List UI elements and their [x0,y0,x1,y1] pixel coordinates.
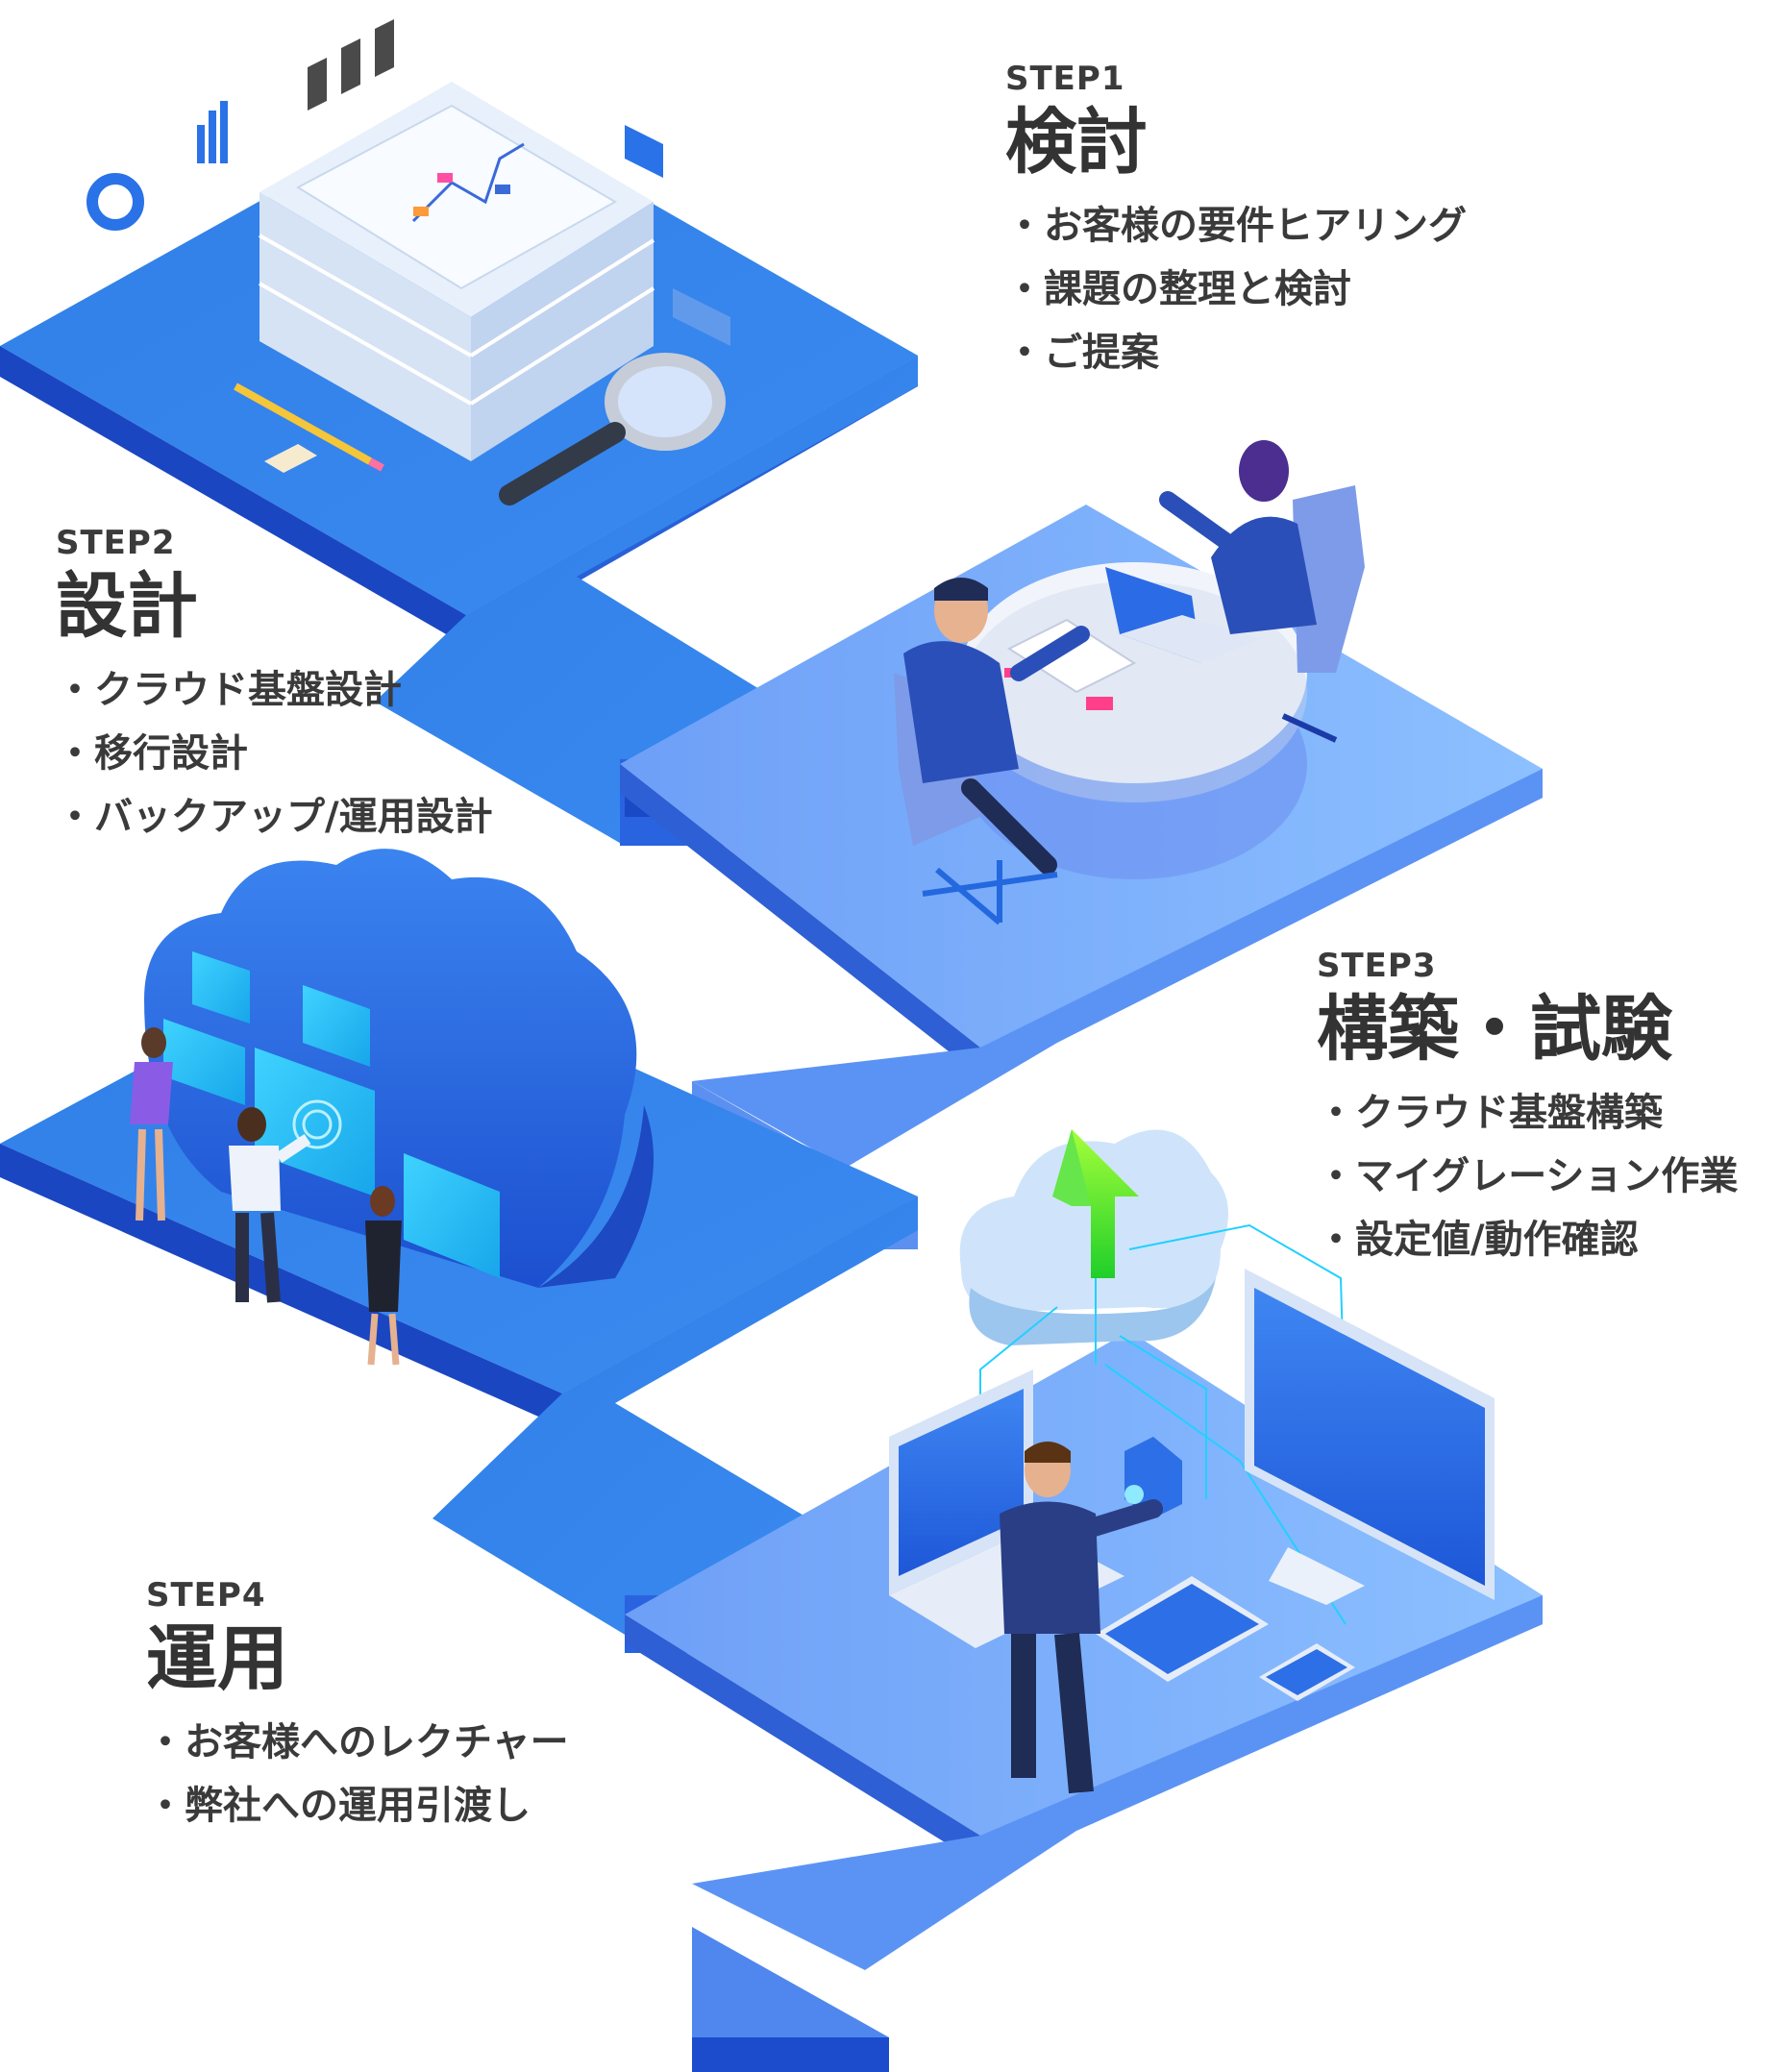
step-4-item: 弊社への運用引渡し [146,1774,569,1838]
floating-charts [86,19,730,346]
step-3-item: クラウド基盤構築 [1317,1081,1738,1145]
hologram-widget [1124,1437,1182,1518]
step-4-item: お客様へのレクチャー [146,1711,569,1774]
meeting-table-icon [961,562,1307,879]
step-2-item: クラウド基盤設計 [56,658,493,722]
step-2-title: 設計 [56,565,198,648]
pencil-icon [234,382,384,473]
step-4-block: STEP4 運用 お客様へのレクチャー 弊社への運用引渡し [146,1576,569,1838]
person-man-suit [1000,1442,1163,1794]
step-2-items: クラウド基盤設計 移行設計 バックアップ/運用設計 [56,658,493,849]
step-2-label: STEP2 [56,524,176,562]
person-woman-purple [130,1027,173,1221]
person-man-white-shirt [229,1107,311,1303]
step-2-block: STEP2 設計 クラウド基盤設計 移行設計 バックアップ/運用設計 [56,524,493,849]
step-3-label: STEP3 [1317,947,1437,985]
step-3-items: クラウド基盤構築 マイグレーション作業 設定値/動作確認 [1317,1081,1738,1271]
step-3-item: 設定値/動作確認 [1317,1208,1738,1271]
monitor-icon [1245,1269,1495,1605]
laptop-icon [1105,567,1259,663]
step-3-item: マイグレーション作業 [1317,1145,1738,1208]
person-man-seated [894,578,1090,925]
step-2-item: バックアップ/運用設計 [56,785,493,849]
step-1-block: STEP1 検討 お客様の要件ヒアリング 課題の整理と検討 ご提案 [1005,60,1467,384]
step-1-items: お客様の要件ヒアリング 課題の整理と検討 ご提案 [1005,194,1467,384]
step-4-items: お客様へのレクチャー 弊社への運用引渡し [146,1711,569,1838]
step-3-block: STEP3 構築・試験 クラウド基盤構築 マイグレーション作業 設定値/動作確認 [1317,947,1738,1271]
step-1-title: 検討 [1005,101,1148,184]
person-woman-black [365,1186,402,1366]
step-1-item: 課題の整理と検討 [1005,258,1467,321]
tablet-icon [1096,1576,1269,1682]
flow-path-final-arrow [692,1595,1543,2072]
step-2-item: 移行設計 [56,722,493,785]
step-4-label: STEP4 [146,1576,266,1615]
step-1-item: お客様の要件ヒアリング [1005,194,1467,258]
smartphone-icon [1259,1643,1355,1701]
magnifier-icon [499,353,726,506]
document-stack-icon [259,82,655,461]
step-1-label: STEP1 [1005,60,1125,98]
step-4-title: 運用 [146,1617,288,1700]
step-3-title: 構築・試験 [1317,988,1672,1071]
step-1-item: ご提案 [1005,321,1467,384]
person-woman-seated [1159,440,1365,743]
